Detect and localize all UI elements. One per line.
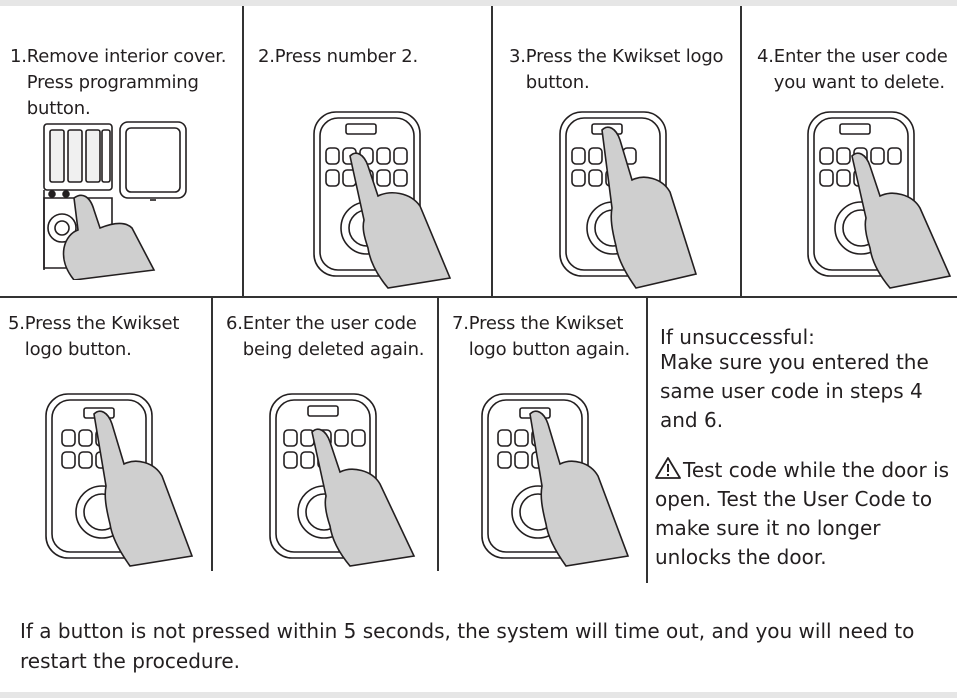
divider (740, 6, 742, 296)
step-1-instruction: 1.Remove interior cover. Press programmi… (10, 44, 242, 122)
keypad-press-logo-illustration (559, 111, 698, 289)
step-number: 1. (10, 46, 27, 67)
step-number: 3. (509, 46, 526, 67)
step-2-instruction: 2.Press number 2. (258, 44, 488, 70)
divider (242, 6, 244, 296)
warning-text: Test code while the door is open. Test t… (655, 458, 950, 569)
step-4-instruction: 4.Enter the user code you want to delete… (757, 44, 955, 96)
keypad-enter-code-illustration (269, 393, 416, 567)
step-number: 4. (757, 46, 774, 67)
unsuccessful-heading: If unsuccessful: (660, 325, 815, 349)
unsuccessful-body: Make sure you entered the same user code… (660, 350, 929, 432)
step-3-instruction: 3.Press the Kwikset logo button. (509, 44, 739, 96)
step-text: Press the Kwikset logo button. (525, 46, 724, 93)
step-text: Enter the user code being deleted again. (242, 313, 425, 360)
warning-note: Test code while the door is open. Test t… (655, 456, 953, 572)
keypad-press-2-illustration (313, 111, 452, 289)
divider (211, 296, 213, 571)
timeout-footer-note: If a button is not pressed within 5 seco… (20, 619, 915, 673)
step-number: 6. (226, 313, 243, 334)
step-6-instruction: 6.Enter the user code being deleted agai… (226, 311, 436, 363)
step-text: Press number 2. (274, 46, 419, 67)
divider (646, 296, 648, 583)
divider (491, 6, 493, 296)
keypad-enter-code-illustration (807, 111, 952, 289)
step-text: Remove interior cover. Press programming… (26, 46, 227, 119)
step-number: 7. (452, 313, 469, 334)
step-text: Press the Kwikset logo button. (24, 313, 180, 360)
divider (437, 296, 439, 571)
warning-triangle-icon (655, 457, 681, 479)
step-7-instruction: 7.Press the Kwikset logo button again. (452, 311, 644, 363)
keypad-press-logo-illustration (481, 393, 630, 567)
divider (0, 296, 957, 298)
top-band (0, 0, 957, 6)
keypad-press-logo-illustration (45, 393, 194, 567)
interior-cover-programming-illustration (43, 121, 187, 280)
step-text: Enter the user code you want to delete. (773, 46, 948, 93)
step-number: 2. (258, 46, 275, 67)
step-5-instruction: 5.Press the Kwikset logo button. (8, 311, 208, 363)
bottom-band (0, 692, 957, 698)
step-text: Press the Kwikset logo button again. (468, 313, 631, 360)
step-number: 5. (8, 313, 25, 334)
